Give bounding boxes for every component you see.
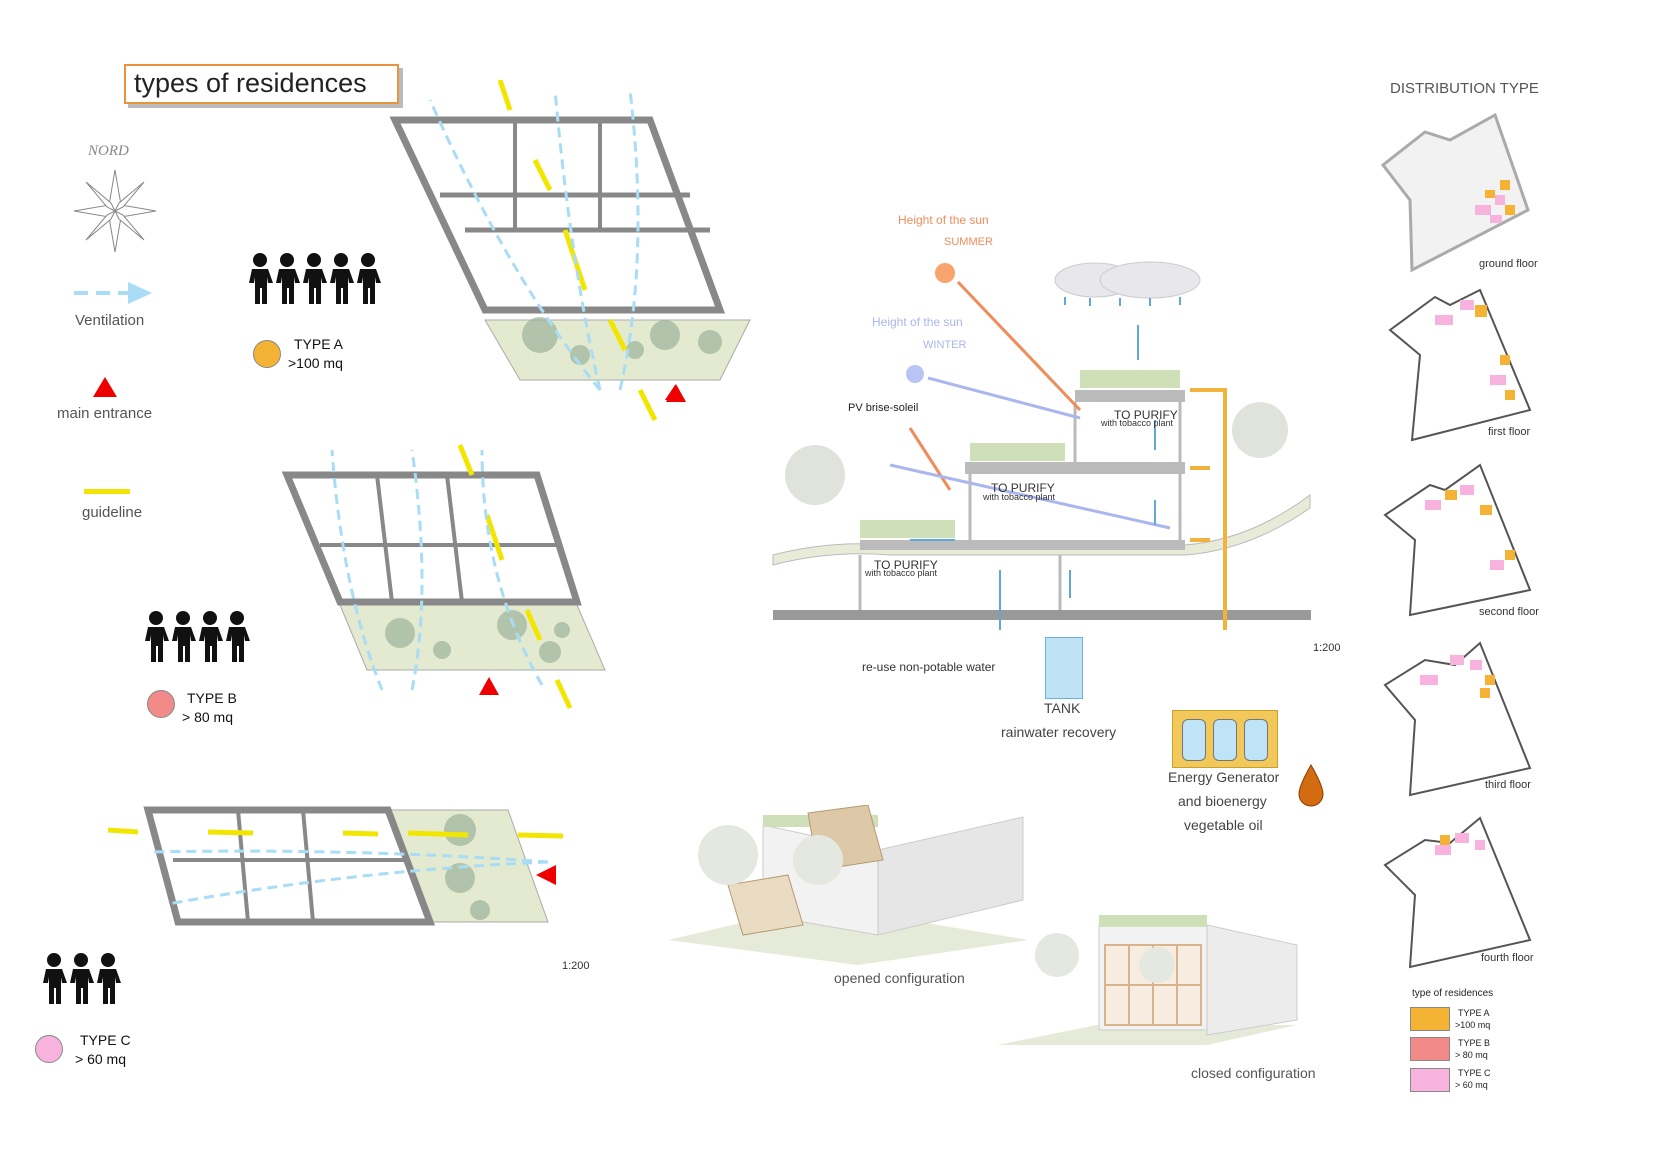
type-c-area: > 60 mq (75, 1051, 126, 1067)
closed-label: closed configuration (1191, 1065, 1316, 1081)
opened-label: opened configuration (834, 970, 965, 986)
purify-mid-sub: with tobacco plant (983, 492, 1056, 502)
dist-legend-name-c: TYPE C (1458, 1068, 1491, 1078)
plan-type-a (390, 80, 751, 422)
entrance-label: main entrance (57, 405, 153, 422)
type-c-label: TYPE C (80, 1032, 131, 1048)
type-c-dot (35, 1035, 63, 1063)
dist-legend-area-c: > 60 mq (1455, 1080, 1488, 1090)
compass-icon (74, 170, 156, 252)
winter-label: WINTER (923, 339, 967, 351)
pv-label: PV brise-soleil (848, 402, 919, 414)
dist-legend-swatch-a (1410, 1007, 1450, 1031)
plan-type-b (282, 444, 606, 710)
people-five-icon (249, 253, 381, 304)
purify-low: TO PURIFY (874, 558, 938, 572)
purify-low-sub: with tobacco plant (865, 568, 938, 578)
site-ground-floor (1380, 112, 1530, 273)
entrance-triangle-icon (93, 377, 117, 397)
floor-label-third: third floor (1485, 779, 1531, 791)
people-three-icon (43, 953, 121, 1004)
site-fourth-floor (1383, 816, 1532, 969)
render-opened (668, 805, 1028, 965)
sun-summer-label: Height of the sun (898, 213, 989, 227)
plan-type-c (108, 806, 564, 926)
floor-label-second: second floor (1479, 606, 1539, 618)
section-scale: 1:200 (1313, 642, 1341, 654)
tank-icon (1045, 637, 1083, 699)
oil-drop-icon (1298, 764, 1324, 807)
type-b-area: > 80 mq (182, 709, 233, 725)
type-a-area: >100 mq (288, 355, 343, 371)
floor-label-ground: ground floor (1479, 258, 1538, 270)
energy-label-3: vegetable oil (1184, 817, 1263, 833)
ventilation-label: Ventilation (75, 312, 145, 329)
type-b-label: TYPE B (187, 690, 237, 706)
plan-c-entrance-icon (536, 865, 556, 885)
guideline-swatch (84, 489, 130, 494)
tank-label: TANK (1044, 700, 1081, 716)
type-a-label: TYPE A (294, 336, 344, 352)
floor-label-first: first floor (1488, 426, 1531, 438)
summer-label: SUMMER (944, 236, 993, 248)
plan-b-entrance-icon (479, 677, 499, 695)
energy-label-1: Energy Generator (1168, 769, 1280, 785)
site-third-floor (1383, 641, 1532, 797)
type-b-dot (147, 690, 175, 718)
energy-label-2: and bioenergy (1178, 793, 1267, 809)
plan-scale: 1:200 (562, 960, 590, 972)
distribution-title: DISTRIBUTION TYPE (1390, 80, 1539, 97)
purify-top-sub: with tobacco plant (1101, 418, 1174, 428)
dist-legend-area-b: > 80 mq (1455, 1050, 1488, 1060)
dist-legend-name-a: TYPE A (1458, 1008, 1490, 1018)
title-box: types of residences (124, 64, 399, 104)
dist-legend-swatch-c (1410, 1068, 1450, 1092)
dist-legend-name-b: TYPE B (1458, 1038, 1491, 1048)
purify-top: TO PURIFY (1114, 408, 1178, 422)
tank-sub-label: rainwater recovery (1001, 724, 1117, 740)
north-label: NORD (88, 143, 129, 159)
floor-label-fourth: fourth floor (1481, 952, 1534, 964)
ventilation-arrow-icon (74, 282, 152, 304)
guideline-label: guideline (82, 504, 143, 521)
type-a-dot (253, 340, 281, 368)
page-title: types of residences (134, 68, 367, 98)
sun-winter-label: Height of the sun (872, 315, 963, 329)
render-closed (997, 915, 1298, 1045)
generator-icon (1172, 710, 1278, 768)
site-second-floor (1383, 463, 1532, 617)
section-diagram (772, 261, 1311, 630)
dist-legend-swatch-b (1410, 1037, 1450, 1061)
reuse-label: re-use non-potable water (862, 660, 996, 674)
people-four-icon (145, 611, 250, 662)
purify-mid: TO PURIFY (991, 481, 1055, 495)
board: types of residences NORD Ventilation mai… (35, 64, 1539, 1092)
plan-a-entrance-icon (666, 384, 686, 402)
dist-legend-title: type of residences (1412, 988, 1494, 999)
site-first-floor (1388, 288, 1532, 442)
dist-legend-area-a: >100 mq (1455, 1020, 1491, 1030)
